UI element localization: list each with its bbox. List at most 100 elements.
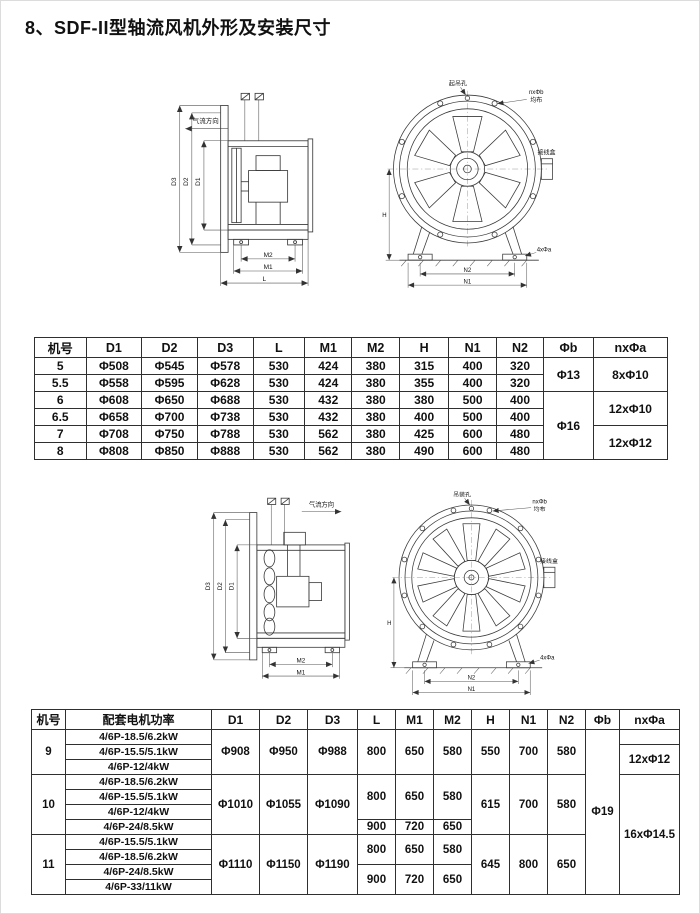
cell: 700 [509,774,548,835]
cell: 380 [351,357,400,375]
table-row: 6 Φ608 Φ650 Φ688 530 432 380 380 500 400… [34,391,669,460]
cell: 432 [304,408,353,426]
col-header: N1 [448,337,497,358]
cell: 400 [448,357,497,375]
cell: 645 [471,834,510,895]
cell: Φ808 [85,442,143,460]
cell: 800 [357,834,396,865]
cell: 580 [433,834,472,865]
cell: Φ1150 [259,834,308,895]
dim-label-n1: N1 [468,687,476,693]
dim-label-n1: N1 [464,279,472,285]
cell: Φ1190 [307,834,358,895]
length-dimensions [220,239,309,286]
cell: Φ738 [196,408,254,426]
fan-casing [256,542,350,641]
col-header: D2 [141,337,198,358]
foot-holes-label: 4xΦa [540,655,555,661]
cell: Φ708 [85,425,143,443]
table-row: 11 4/6P-15.5/5.1kW Φ1110 Φ1150 Φ1190 800… [31,834,680,895]
cell-motor: 4/6P-18.5/6.2kW [65,849,212,865]
cell: 432 [304,391,353,409]
col-header: 机号 [34,337,87,358]
motor-assembly [276,531,322,608]
diameter-dimensions [211,512,257,661]
cell: 8 [34,442,87,460]
cell: 380 [351,408,400,426]
bolt-note-line2: 均布 [534,505,546,513]
cell: Φ558 [85,374,143,392]
cell: 380 [351,425,400,443]
dim-label-n2: N2 [464,268,472,274]
drawing-side-view-2: 气流方向 [205,497,350,679]
cell: Φ988 [307,729,358,775]
cell: 320 [495,357,545,375]
cell: 500 [448,408,497,426]
foot-holes-label: 4xΦa [537,248,552,254]
table-row: 7 Φ708 Φ750 Φ788 530 562 380 425 600 480… [34,425,669,460]
height-dimension [390,577,405,669]
cell: 380 [398,391,450,409]
cell: 580 [547,729,586,775]
cell: 400 [448,374,497,392]
cell: 500 [448,391,497,409]
inlet-flange [249,512,258,661]
cell: 530 [252,408,306,426]
drawing-front-view-1: 起吊孔 nxΦb 均布 接线盒 4xΦa H [382,80,556,288]
cell: 400 [495,408,545,426]
col-header: 机号 [31,709,66,730]
fan-casing [227,138,314,233]
cell: 800 [357,729,396,775]
cell-motor: 4/6P-12/4kW [65,804,212,820]
dim-label-h: H [387,621,391,627]
dim-label-n2: N2 [468,676,476,682]
cell: Φ688 [196,391,254,409]
cell-motor: 4/6P-18.5/6.2kW [65,774,212,790]
cell: 5.5 [34,374,87,392]
cell-motor: 4/6P-18.5/6.2kW [65,729,212,745]
cell-merged: 12xΦ10 [592,391,669,426]
cell: 562 [304,425,353,443]
cell: 720 [395,864,434,895]
dim-label-l: L [263,276,267,283]
cell: 400 [398,408,450,426]
junction-box [540,158,553,180]
cell-motor: 4/6P-15.5/5.1kW [65,834,212,850]
cell: Φ950 [259,729,308,775]
diameter-dimensions [176,105,229,253]
table-row: 6.5 Φ658 Φ700 Φ738 530 432 380 400 500 4… [34,408,668,426]
cell-motor: 4/6P-12/4kW [65,759,212,775]
page-title: 8、SDF-II型轴流风机外形及安装尺寸 [25,18,332,38]
cell: 650 [547,834,586,895]
col-header: M2 [433,709,472,730]
foot-span-dimensions [412,670,531,696]
cell: 315 [398,357,450,375]
installation-dimensions-table-small: 机号 D1 D2 D3 L M1 M2 H N1 N2 Φb nxΦa 5 Φ5… [34,337,669,460]
cell: 562 [304,442,353,460]
cell: 700 [509,729,548,775]
cell: 530 [252,374,306,392]
cell: 490 [398,442,450,460]
cell-merged: 12xΦ12 [619,744,680,775]
cell: 650 [433,864,472,895]
cell: 480 [495,425,545,443]
col-header: D3 [196,337,254,358]
table-row: 8 Φ808 Φ850 Φ888 530 562 380 490 600 480 [34,442,668,460]
cell: 550 [471,729,510,775]
cell: 6.5 [34,408,87,426]
cell: 380 [351,442,400,460]
dim-label-d2: D2 [217,582,224,591]
bolt-note-line2: 均布 [530,96,542,104]
dim-label-d1: D1 [229,582,236,591]
cell-merged: 8xΦ10 [592,357,669,392]
cell: Φ1090 [307,774,358,835]
dim-label-d3: D3 [171,177,178,186]
cell: 355 [398,374,450,392]
col-header: D3 [307,709,358,730]
junction-box-label: 接线盒 [538,148,556,156]
cell: 530 [252,391,306,409]
table-row: 4/6P-33/11kW [32,879,680,895]
cell: 650 [433,819,472,835]
cell-size-no: 11 [31,834,66,895]
